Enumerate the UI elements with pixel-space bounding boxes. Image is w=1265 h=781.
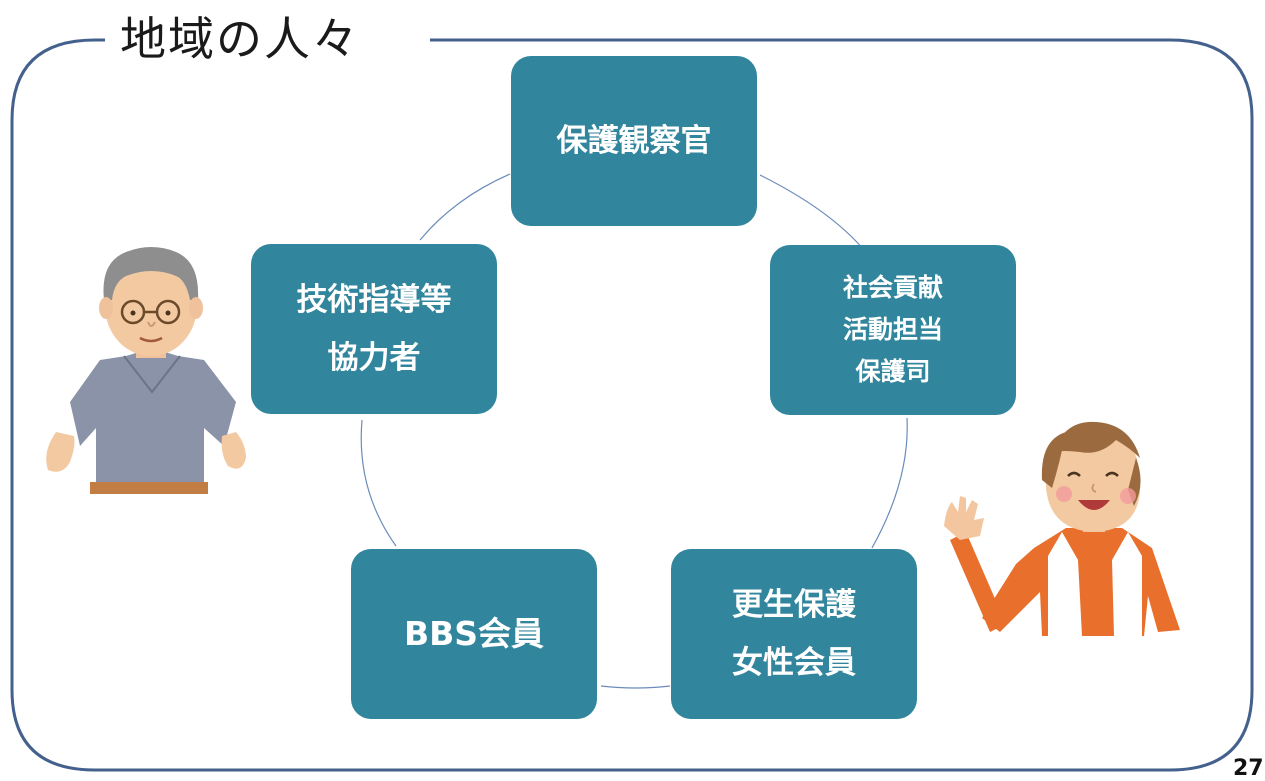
node-label-line-2: 活動担当 xyxy=(842,315,943,344)
node-label-line-2: 協力者 xyxy=(327,340,421,376)
elderly-man-illustration xyxy=(46,247,246,494)
node-kosei-hogo-josei-kaiin: 更生保護 女性会員 xyxy=(671,549,917,719)
node-label-line-3: 保護司 xyxy=(855,357,931,386)
page-number: 27 xyxy=(1233,756,1264,781)
node-bbs-kaiin: BBS会員 xyxy=(351,549,597,719)
node-label-line-1: 社会貢献 xyxy=(842,273,943,302)
node-label-line-1: 更生保護 xyxy=(732,587,856,623)
cycle-arc-left xyxy=(360,419,397,547)
node-label: BBS会員 xyxy=(403,614,545,653)
cycle-arc-right xyxy=(871,417,908,549)
node-label: 保護観察官 xyxy=(556,123,712,159)
node-hogo-kansatsukan: 保護観察官 xyxy=(511,56,757,226)
cycle-arc-top-left xyxy=(419,173,511,241)
frame-border xyxy=(10,38,1254,772)
node-gijutsu-shido-kyoryokusha: 技術指導等 協力者 xyxy=(251,244,497,414)
diagram-title: 地域の人々 xyxy=(106,4,374,74)
node-shakai-koken-hogoshi: 社会貢献 活動担当 保護司 xyxy=(770,245,1016,415)
cycle-arc-bottom xyxy=(600,685,671,689)
cycle-arc-top-right xyxy=(759,174,865,251)
waving-woman-illustration xyxy=(944,421,1180,636)
node-label-line-1: 技術指導等 xyxy=(296,282,452,318)
node-label-line-2: 女性会員 xyxy=(732,645,856,681)
